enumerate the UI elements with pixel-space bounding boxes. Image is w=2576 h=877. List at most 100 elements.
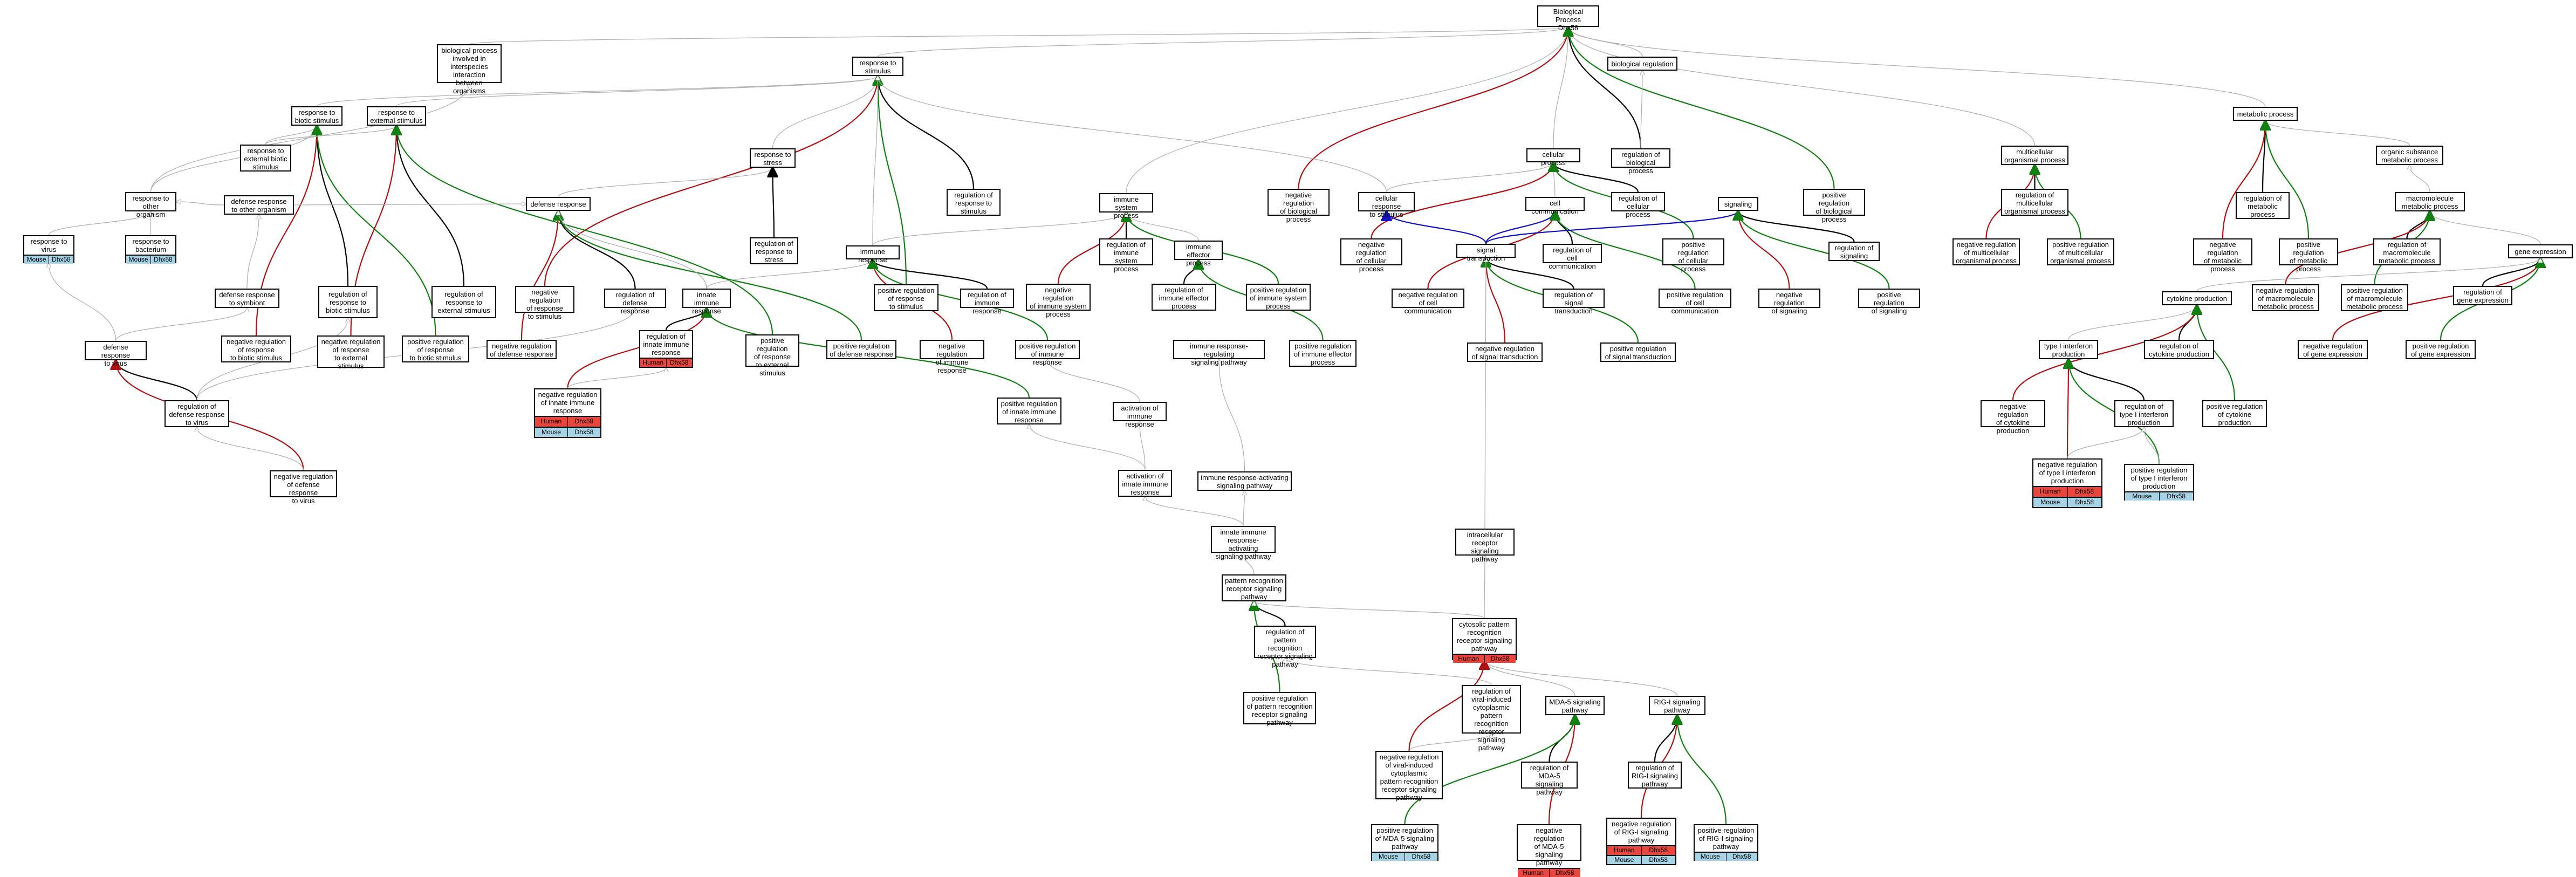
- go-term-node[interactable]: negative regulation of signaling: [1758, 289, 1820, 315]
- go-term-node[interactable]: positive regulation of metabolic process: [2279, 238, 2338, 273]
- go-term-node[interactable]: regulation of macromolecule metabolic pr…: [2373, 238, 2441, 265]
- go-term-node[interactable]: positive regulation of multicellular org…: [2047, 238, 2114, 265]
- go-term-node[interactable]: type I interferon production: [2039, 340, 2098, 359]
- go-term-node[interactable]: regulation of response to stimulus: [947, 189, 1001, 216]
- go-term-node[interactable]: positive regulation of response to stimu…: [874, 284, 938, 311]
- go-term-node[interactable]: negative regulation of response to bioti…: [221, 335, 291, 362]
- go-term-node[interactable]: positive regulation of pattern recogniti…: [1243, 692, 1316, 727]
- go-term-node[interactable]: regulation of response to external stimu…: [431, 286, 496, 318]
- go-term-node[interactable]: regulation of signal transduction: [1543, 289, 1605, 315]
- go-term-node[interactable]: defense response to virus: [85, 341, 147, 367]
- go-term-node[interactable]: positive regulation of defense response: [826, 340, 896, 359]
- go-term-node[interactable]: regulation of pattern recognition recept…: [1254, 626, 1316, 668]
- go-term-node[interactable]: negative regulation of viral-induced cyt…: [1375, 751, 1443, 801]
- go-term-node[interactable]: regulation of type I interferon producti…: [2114, 400, 2174, 427]
- go-term-node[interactable]: response to external stimulus: [367, 106, 426, 126]
- go-term-node[interactable]: positive regulation of type I interferon…: [2124, 464, 2194, 501]
- go-term-node[interactable]: regulation of multicellular organismal p…: [2001, 189, 2068, 216]
- go-term-node[interactable]: defense response: [526, 197, 591, 211]
- go-term-node[interactable]: regulation of response to biotic stimulu…: [318, 286, 378, 318]
- go-term-node[interactable]: positive regulation of signal transducti…: [1600, 342, 1676, 362]
- go-term-node[interactable]: regulation of cytokine production: [2144, 340, 2214, 359]
- go-term-node[interactable]: positive regulation of response to bioti…: [402, 335, 469, 362]
- go-term-node[interactable]: metabolic process: [2233, 107, 2298, 121]
- go-term-node[interactable]: negative regulation of cytokine producti…: [1981, 400, 2045, 435]
- go-term-node[interactable]: positive regulation of immune system pro…: [1246, 284, 1311, 311]
- go-term-node[interactable]: negative regulation of type I interferon…: [2032, 458, 2102, 508]
- go-term-node[interactable]: activation of innate immune response: [1118, 470, 1172, 497]
- go-term-node[interactable]: negative regulation of gene expression: [2298, 340, 2368, 359]
- go-term-node[interactable]: cytokine production: [2162, 291, 2232, 305]
- go-term-node[interactable]: immune effector process: [1174, 241, 1223, 267]
- go-term-node[interactable]: cellular response to stimulus: [1358, 192, 1415, 218]
- go-term-node[interactable]: cellular process: [1526, 148, 1580, 167]
- go-term-node[interactable]: negative regulation of metabolic process: [2193, 238, 2252, 273]
- go-term-node[interactable]: response to other organism: [125, 192, 176, 218]
- go-term-node[interactable]: macromolecule metabolic process: [2395, 192, 2465, 211]
- go-term-node[interactable]: positive regulation of innate immune res…: [997, 398, 1061, 424]
- go-term-node[interactable]: negative regulation of immune response: [920, 340, 984, 374]
- go-term-node[interactable]: positive regulation of cell communicatio…: [1659, 289, 1731, 315]
- go-term-node[interactable]: regulation of biological process: [1611, 148, 1670, 175]
- go-term-node[interactable]: positive regulation of gene expression: [2406, 340, 2476, 359]
- go-term-node[interactable]: regulation of MDA-5 signaling pathway: [1521, 762, 1578, 796]
- go-term-node[interactable]: regulation of metabolic process: [2236, 192, 2290, 219]
- go-term-node[interactable]: positive regulation of immune response: [1015, 340, 1080, 366]
- go-term-node[interactable]: intracellular receptor signaling pathway: [1455, 529, 1515, 563]
- go-term-node[interactable]: positive regulation of response to exter…: [745, 334, 799, 377]
- go-term-node[interactable]: cell communication: [1525, 197, 1585, 215]
- go-term-node[interactable]: regulation of immune effector process: [1152, 284, 1216, 311]
- go-term-node[interactable]: immune system process: [1099, 193, 1153, 220]
- go-term-node[interactable]: negative regulation of defense response: [487, 340, 557, 359]
- go-term-node[interactable]: regulation of immune system process: [1099, 238, 1153, 273]
- go-term-node[interactable]: negative regulation of macromolecule met…: [2252, 284, 2319, 311]
- go-term-node[interactable]: pattern recognition receptor signaling p…: [1222, 574, 1286, 601]
- go-term-node[interactable]: regulation of RIG-I signaling pathway: [1628, 762, 1682, 789]
- go-term-node[interactable]: activation of immune response: [1113, 402, 1167, 428]
- go-term-node[interactable]: response to stimulus: [852, 57, 903, 76]
- go-term-node[interactable]: biological process involved in interspec…: [437, 44, 502, 95]
- go-term-node[interactable]: regulation of defense response: [604, 289, 666, 315]
- go-term-node[interactable]: defense response to symbiont: [215, 289, 279, 308]
- go-term-node[interactable]: negative regulation of RIG-I signaling p…: [1606, 818, 1676, 865]
- go-term-node[interactable]: negative regulation of signal transducti…: [1467, 342, 1543, 362]
- go-term-node[interactable]: negative regulation of defense response …: [270, 470, 337, 505]
- go-term-node[interactable]: negative regulation of response to exter…: [317, 335, 385, 370]
- go-term-node[interactable]: signaling: [1718, 197, 1758, 211]
- go-term-node[interactable]: regulation of cellular process: [1611, 192, 1665, 218]
- go-term-node[interactable]: response to biotic stimulus: [291, 106, 342, 126]
- go-term-node[interactable]: RIG-I signaling pathway: [1649, 696, 1705, 715]
- go-term-node[interactable]: cytosolic pattern recognition receptor s…: [1452, 618, 1517, 663]
- go-term-node[interactable]: positive regulation of cytokine producti…: [2202, 400, 2267, 427]
- go-term-node[interactable]: regulation of signaling: [1828, 242, 1880, 261]
- go-term-node[interactable]: biological regulation: [1607, 57, 1677, 71]
- go-term-node[interactable]: negative regulation of response to stimu…: [515, 286, 574, 320]
- go-term-node[interactable]: innate immune response: [682, 289, 731, 315]
- go-term-node[interactable]: regulation of immune response: [960, 289, 1014, 315]
- go-term-node[interactable]: negative regulation of multicellular org…: [1952, 238, 2020, 265]
- go-term-node[interactable]: MDA-5 signaling pathway: [1545, 696, 1605, 715]
- go-term-node[interactable]: response to stress: [750, 148, 796, 168]
- go-term-node[interactable]: positive regulation of cellular process: [1662, 238, 1724, 273]
- go-term-node[interactable]: regulation of viral-induced cytoplasmic …: [1462, 685, 1521, 752]
- go-term-node[interactable]: positive regulation of macromolecule met…: [2341, 284, 2408, 311]
- go-term-node[interactable]: immune response-activating signaling pat…: [1197, 471, 1292, 491]
- go-term-node[interactable]: positive regulation of RIG-I signaling p…: [1694, 824, 1758, 861]
- go-term-node[interactable]: immune response-regulating signaling pat…: [1173, 340, 1265, 366]
- go-term-node[interactable]: gene expression: [2508, 244, 2573, 258]
- go-term-node[interactable]: positive regulation of MDA-5 signaling p…: [1371, 824, 1438, 861]
- go-term-node[interactable]: defense response to other organism: [224, 195, 294, 215]
- go-term-node[interactable]: regulation of defense response to virus: [165, 400, 229, 427]
- go-term-node[interactable]: multicellular organismal process: [2001, 146, 2068, 165]
- go-term-node[interactable]: Biological Process Dhx58: [1537, 5, 1599, 32]
- go-term-node[interactable]: negative regulation of cell communicatio…: [1392, 289, 1464, 315]
- go-term-node[interactable]: signal transduction: [1456, 244, 1516, 262]
- go-term-node[interactable]: positive regulation of immune effector p…: [1289, 340, 1356, 367]
- go-term-node[interactable]: regulation of cell communication: [1543, 244, 1602, 270]
- go-term-node[interactable]: regulation of gene expression: [2453, 286, 2512, 305]
- go-term-node[interactable]: immune response: [846, 245, 900, 264]
- go-term-node[interactable]: innate immune response-activating signal…: [1211, 526, 1276, 560]
